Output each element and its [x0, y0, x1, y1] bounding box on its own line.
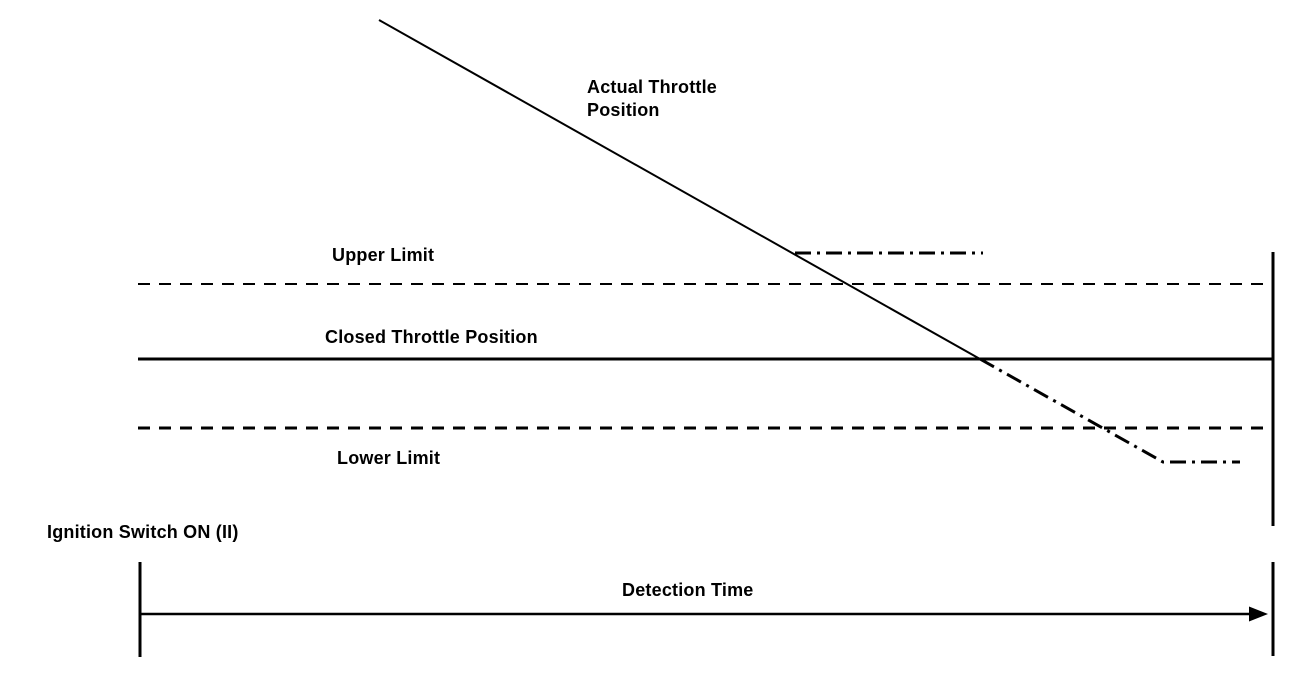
- right-arrowhead-icon: [1249, 606, 1268, 622]
- ignition-switch-on-label: Ignition Switch ON (II): [47, 522, 239, 542]
- lower-limit-label: Lower Limit: [337, 448, 441, 468]
- actual-throttle-position-label: Actual Throttle Position: [587, 77, 718, 120]
- detection-time-label: Detection Time: [622, 580, 754, 600]
- closed-throttle-position-label: Closed Throttle Position: [325, 327, 538, 347]
- upper-limit-label: Upper Limit: [332, 245, 435, 265]
- actual-throttle-trace-below-closed: [979, 357, 1240, 464]
- actual-throttle-trace-solid: [378, 19, 981, 360]
